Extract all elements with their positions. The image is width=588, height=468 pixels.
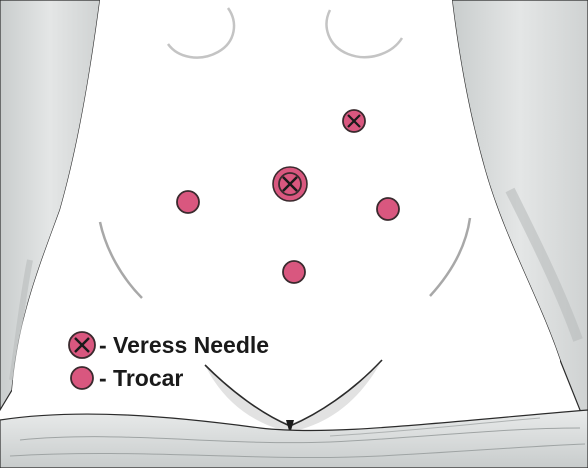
legend-trocar-label: - Trocar <box>99 365 183 391</box>
trocar-marker-suprapubic <box>283 261 305 283</box>
filled-circle-icon <box>71 367 93 389</box>
circle-with-x-icon <box>69 332 95 358</box>
trocar-marker-left <box>177 191 199 213</box>
veress-needle-marker-umbilical <box>273 167 307 201</box>
legend-veress-label: - Veress Needle <box>99 332 269 358</box>
veress-needle-marker-upper <box>343 110 365 132</box>
trocar-marker-right <box>377 198 399 220</box>
